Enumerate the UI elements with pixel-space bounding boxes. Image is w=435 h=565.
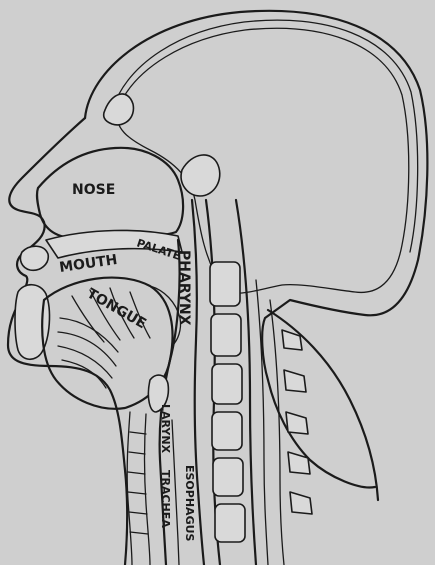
frontal-sinus bbox=[104, 94, 134, 125]
larynx-tube bbox=[127, 412, 132, 565]
label-trachea: TRACHEA bbox=[159, 470, 172, 528]
label-esophagus: ESOPHAGUS bbox=[183, 465, 196, 542]
soft-palate bbox=[150, 286, 181, 346]
spinous-processes bbox=[282, 330, 312, 514]
trachea-tube bbox=[145, 414, 151, 565]
esophagus-tube bbox=[172, 420, 179, 565]
spinal-cord bbox=[256, 280, 268, 565]
label-larynx: LARYNX bbox=[159, 404, 172, 454]
skull-bone-band bbox=[112, 20, 418, 252]
upper-teeth bbox=[20, 246, 48, 270]
spinal-canal bbox=[270, 300, 284, 565]
label-nose: NOSE bbox=[72, 182, 115, 198]
label-tongue: TONGUE bbox=[84, 286, 149, 333]
sphenoid-bone bbox=[181, 155, 220, 196]
label-pharynx: PHARYNX bbox=[176, 250, 192, 326]
